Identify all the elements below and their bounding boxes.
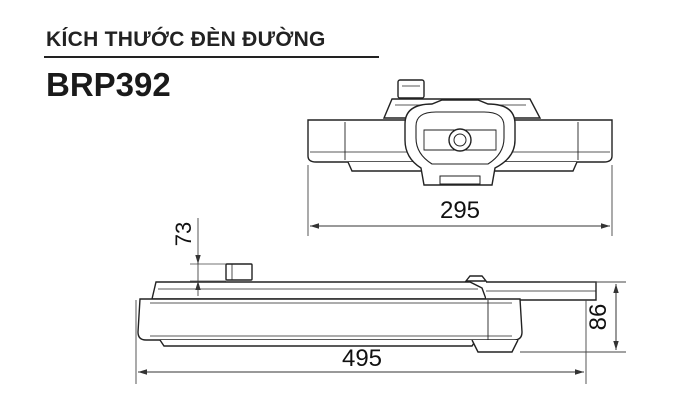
dimension-86	[520, 281, 626, 353]
title-underline	[44, 56, 379, 58]
dimension-495	[135, 300, 587, 384]
model-number: BRP392	[46, 66, 171, 103]
page-title: KÍCH THƯỚC ĐÈN ĐƯỜNG	[46, 28, 326, 51]
dimension-295	[307, 165, 613, 236]
dimension-label-73: 73	[171, 222, 196, 246]
dimension-label-295: 295	[440, 197, 480, 224]
side-view	[137, 263, 597, 353]
top-view	[307, 79, 613, 186]
dimension-label-86: 86	[585, 304, 612, 331]
dimension-label-495: 495	[342, 345, 382, 372]
dimension-73	[190, 218, 226, 296]
